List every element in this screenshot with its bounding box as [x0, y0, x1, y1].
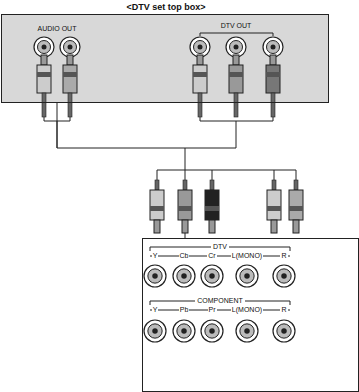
rca-plug	[267, 180, 281, 233]
rca-jack	[201, 265, 223, 287]
rca-jack	[144, 320, 166, 342]
output-label: DTV OUT	[220, 22, 253, 29]
jack-label: R	[280, 252, 287, 259]
rca-jack	[263, 37, 283, 57]
rca-plug	[205, 180, 219, 233]
rca-jack	[190, 37, 210, 57]
jack-label: Y	[152, 252, 159, 259]
rca-jack	[34, 37, 54, 57]
jack-label: Cr	[207, 252, 216, 259]
jack-label: L(MONO)	[231, 306, 263, 313]
jack-label: Pb	[179, 306, 190, 313]
jack-label: Pr	[208, 306, 217, 313]
input-group-label: DTV	[211, 243, 229, 250]
box-fill	[1, 14, 329, 103]
rca-jack	[173, 265, 195, 287]
rca-plug	[266, 55, 280, 117]
rca-jack	[236, 320, 258, 342]
rca-jack	[173, 320, 195, 342]
rca-jack	[273, 320, 295, 342]
rca-plugs	[37, 55, 303, 233]
jack-label: Cb	[179, 252, 190, 259]
rca-jack	[236, 265, 258, 287]
rca-jack	[201, 320, 223, 342]
rca-plug	[150, 180, 164, 233]
rca-plug	[37, 55, 51, 117]
rca-plug	[63, 55, 77, 117]
rca-plug	[193, 55, 207, 117]
rca-plug	[289, 180, 303, 233]
rca-jack	[144, 265, 166, 287]
tv-input-panel: DTV COMPONENT	[142, 238, 359, 392]
brackets	[44, 33, 296, 310]
rca-plug	[229, 55, 243, 117]
rca-jack	[60, 37, 80, 57]
output-label: AUDIO OUT	[37, 25, 78, 32]
rca-plug	[178, 180, 192, 233]
rca-jack	[273, 265, 295, 287]
jack-label: Y	[152, 306, 159, 313]
jack-label: L(MONO)	[231, 252, 263, 259]
input-group-label: COMPONENT	[195, 297, 245, 304]
jack-label: R	[280, 306, 287, 313]
panel-title: <DTV set top box>	[124, 3, 207, 12]
rca-jack	[226, 37, 246, 57]
rca-jacks	[34, 37, 295, 342]
